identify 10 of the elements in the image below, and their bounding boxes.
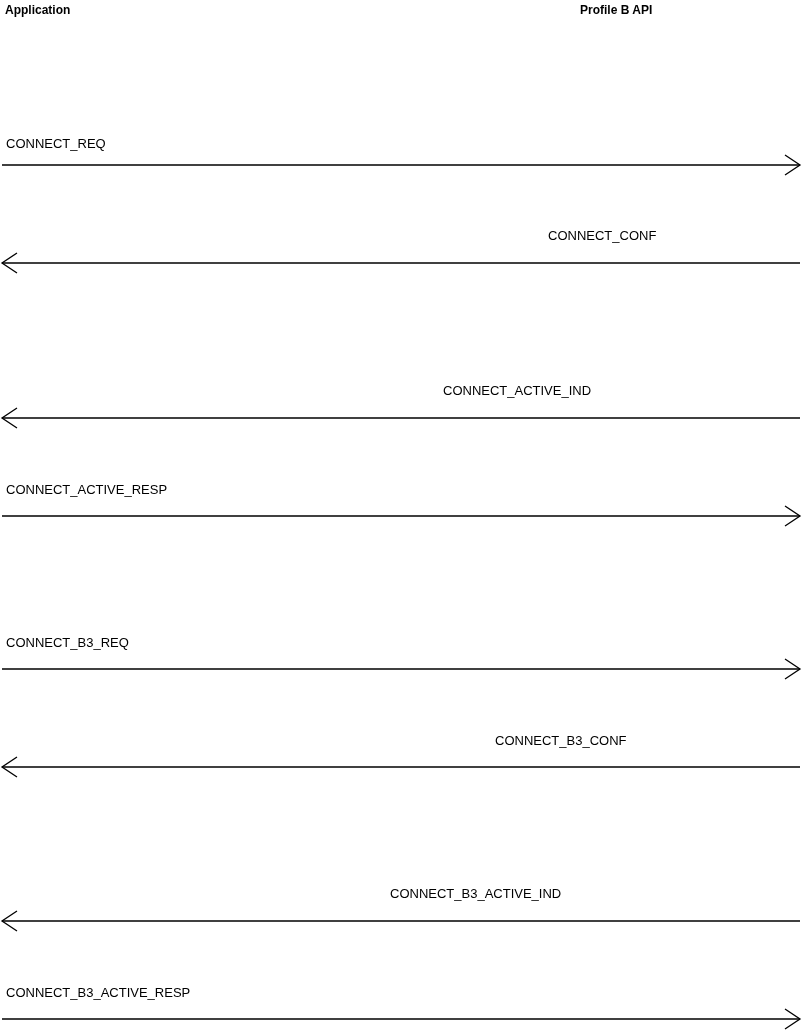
message-label: CONNECT_B3_CONF: [495, 733, 627, 748]
participant-label: Application: [5, 3, 71, 17]
message-label: CONNECT_ACTIVE_RESP: [6, 482, 168, 497]
message-label: CONNECT_ACTIVE_IND: [443, 383, 592, 398]
message-label: CONNECT_REQ: [6, 136, 106, 151]
message-label: CONNECT_B3_REQ: [6, 635, 129, 650]
message-label: CONNECT_B3_ACTIVE_RESP: [6, 985, 191, 1000]
message-label: CONNECT_CONF: [548, 228, 657, 243]
message-label: CONNECT_B3_ACTIVE_IND: [390, 886, 562, 901]
participant-label: Profile B API: [580, 3, 653, 17]
